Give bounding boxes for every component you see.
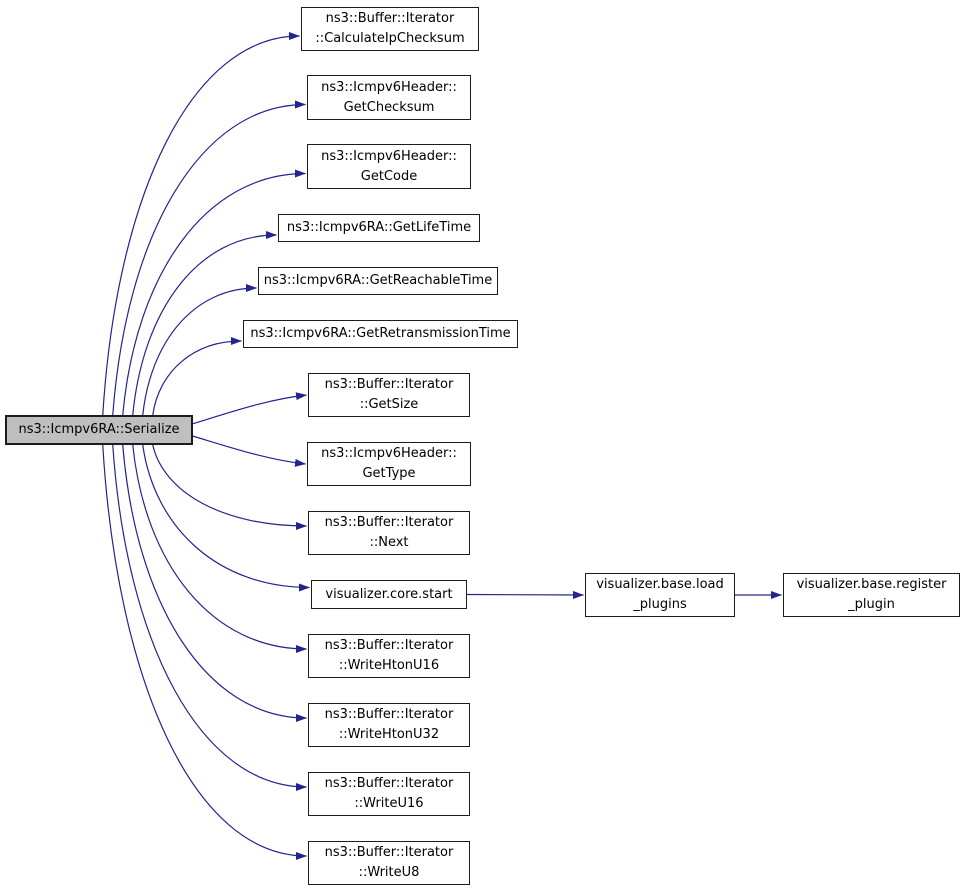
- graph-node-label: ::Next: [369, 535, 409, 550]
- edge-serialize-to-write-hton-u32: [122, 444, 307, 722]
- graph-node-label: ns3::Icmpv6RA::GetRetransmissionTime: [250, 326, 511, 341]
- graph-node-label: ::WriteU16: [354, 796, 424, 811]
- graph-node-write-u8[interactable]: ns3::Buffer::Iterator::WriteU8: [308, 841, 470, 885]
- graph-node-write-u16[interactable]: ns3::Buffer::Iterator::WriteU16: [308, 772, 470, 816]
- graph-node-label: ns3::Buffer::Iterator: [325, 11, 455, 26]
- graph-node-label: ns3::Icmpv6RA::GetLifeTime: [286, 220, 472, 235]
- graph-node-label: visualizer.base.register: [796, 577, 947, 592]
- graph-node-write-hton-u16[interactable]: ns3::Buffer::Iterator::WriteHtonU16: [308, 634, 470, 678]
- graph-node-label: ns3::Icmpv6Header::: [321, 79, 457, 95]
- graph-node-label: ns3::Buffer::Iterator: [324, 515, 454, 530]
- graph-node-label: ns3::Buffer::Iterator: [324, 377, 454, 392]
- edge-serialize-to-calculate-ip-checksum: [102, 32, 300, 416]
- graph-node-label: ::WriteU8: [358, 865, 420, 880]
- graph-node-get-life-time[interactable]: ns3::Icmpv6RA::GetLifeTime: [278, 214, 480, 242]
- graph-node-label: GetType: [362, 466, 416, 481]
- graph-node-load-plugins[interactable]: visualizer.base.load _plugins: [585, 573, 735, 617]
- edge-serialize-to-write-u16: [112, 444, 307, 791]
- graph-node-write-hton-u32[interactable]: ns3::Buffer::Iterator::WriteHtonU32: [308, 703, 470, 747]
- edge-core-start-to-load-plugins: [466, 590, 584, 599]
- graph-node-label: _plugins: [633, 597, 687, 612]
- graph-node-label: ns3::Buffer::Iterator: [324, 638, 454, 653]
- graph-node-label: ns3::Buffer::Iterator: [324, 845, 454, 860]
- graph-node-get-reachable-time[interactable]: ns3::Icmpv6RA::GetReachableTime: [258, 267, 498, 295]
- graph-node-get-code[interactable]: ns3::Icmpv6Header::GetCode: [307, 144, 471, 189]
- graph-node-label: ns3::Icmpv6RA::Serialize: [18, 422, 180, 437]
- graph-node-label: ns3::Buffer::Iterator: [324, 776, 454, 791]
- edge-serialize-to-get-reachable-time: [142, 284, 257, 416]
- edge-serialize-to-write-u8: [102, 444, 307, 860]
- graph-node-label: ns3::Icmpv6Header::: [321, 446, 457, 461]
- graph-node-label: ::GetSize: [359, 397, 419, 412]
- graph-node-get-size[interactable]: ns3::Buffer::Iterator::GetSize: [308, 373, 470, 417]
- graph-node-label: ::WriteHtonU32: [338, 727, 440, 742]
- edge-serialize-to-next: [152, 444, 307, 530]
- edge-serialize-to-core-start: [142, 444, 310, 592]
- graph-node-label: ::CalculateIpChecksum: [315, 31, 465, 46]
- graph-node-serialize: ns3::Icmpv6RA::Serialize: [5, 415, 193, 445]
- graph-node-calculate-ip-checksum[interactable]: ns3::Buffer::Iterator::CalculateIpChecks…: [301, 7, 479, 51]
- graph-node-get-type[interactable]: ns3::Icmpv6Header::GetType: [307, 442, 471, 486]
- edge-serialize-to-write-hton-u16: [132, 444, 307, 653]
- graph-node-label: ns3::Icmpv6Header::: [321, 148, 457, 164]
- graph-node-get-checksum[interactable]: ns3::Icmpv6Header::GetChecksum: [307, 75, 471, 120]
- graph-node-core-start[interactable]: visualizer.core.start: [311, 580, 467, 609]
- edge-serialize-to-get-retransmission-time: [152, 337, 242, 416]
- edge-serialize-to-get-code: [122, 169, 306, 416]
- graph-node-label: ns3::Buffer::Iterator: [324, 707, 454, 722]
- graph-node-label: visualizer.core.start: [325, 586, 453, 602]
- edge-serialize-to-get-life-time: [132, 231, 277, 416]
- graph-node-next[interactable]: ns3::Buffer::Iterator::Next: [308, 511, 470, 555]
- graph-node-register-plugin[interactable]: visualizer.base.register _plugin: [783, 573, 960, 617]
- graph-node-label: ns3::Icmpv6RA::GetReachableTime: [263, 273, 493, 288]
- graph-node-label: GetChecksum: [343, 99, 435, 115]
- edge-serialize-to-get-size: [192, 392, 307, 425]
- graph-node-label: visualizer.base.load: [596, 577, 724, 592]
- edge-serialize-to-get-type: [192, 435, 306, 467]
- graph-node-label: GetCode: [360, 168, 418, 184]
- graph-node-label: _plugin: [848, 597, 895, 612]
- graph-node-label: ::WriteHtonU16: [338, 658, 440, 673]
- graph-node-get-retransmission-time[interactable]: ns3::Icmpv6RA::GetRetransmissionTime: [243, 320, 518, 348]
- edge-serialize-to-get-checksum: [112, 100, 306, 416]
